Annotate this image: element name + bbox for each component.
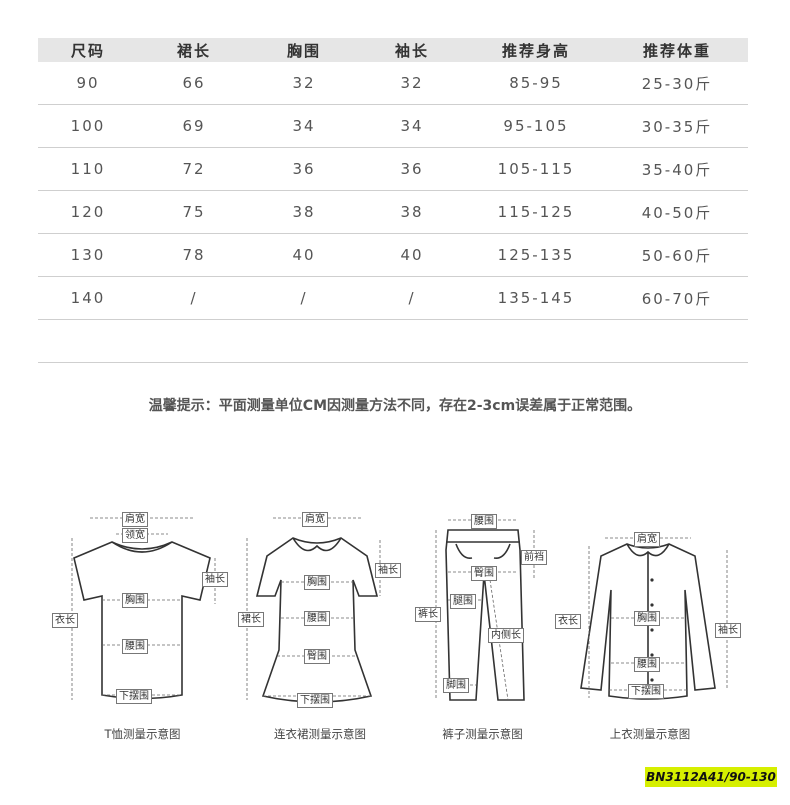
table-cell: 34 [358, 104, 466, 148]
table-cell: 95-105 [466, 104, 606, 148]
table-cell: / [250, 276, 358, 320]
tshirt-illustration [71, 517, 216, 700]
label-hem: 下摆围 [116, 689, 152, 704]
table-cell: 135-145 [466, 276, 606, 320]
table-cell: 60-70斤 [606, 276, 748, 320]
label-front-rise: 前裆 [521, 550, 547, 565]
label-chest: 胸围 [122, 593, 148, 608]
header-chest: 胸围 [250, 38, 358, 62]
dress-illustration [246, 517, 381, 703]
table-cell: 140 [38, 276, 138, 320]
label-leg-opening: 脚围 [443, 678, 469, 693]
label-sleeve: 袖长 [375, 563, 401, 578]
table-cell: 90 [38, 62, 138, 105]
label-waist: 腰围 [304, 611, 330, 626]
label-length: 衣长 [555, 614, 581, 629]
measurement-tip: 温馨提示：平面测量单位CM因测量方法不同，存在2-3cm误差属于正常范围。 [148, 398, 642, 414]
label-sleeve: 袖长 [202, 572, 228, 587]
table-cell: 75 [138, 190, 250, 234]
table-cell: 38 [358, 190, 466, 234]
table-cell: 25-30斤 [606, 62, 748, 105]
label-length: 裤长 [415, 607, 441, 622]
label-shoulder: 肩宽 [122, 512, 148, 527]
label-shoulder: 肩宽 [634, 532, 660, 547]
header-size: 尺码 [38, 38, 138, 62]
table-row: 90 66 32 32 85-95 25-30斤 [38, 62, 748, 105]
table-cell: 32 [250, 62, 358, 105]
label-waist: 腰围 [471, 514, 497, 529]
table-row: 140 / / / 135-145 60-70斤 [38, 276, 748, 320]
label-hip: 臀围 [471, 566, 497, 581]
table-cell: 125-135 [466, 233, 606, 277]
header-height: 推荐身高 [466, 38, 606, 62]
header-dress-length: 裙长 [138, 38, 250, 62]
table-cell: 36 [250, 147, 358, 191]
label-inseam: 内侧长 [488, 628, 524, 643]
label-hem: 下摆围 [628, 684, 664, 699]
table-header-row: 尺码 裙长 胸围 袖长 推荐身高 推荐体重 [38, 38, 748, 62]
pants-caption: 裤子测量示意图 [442, 727, 523, 741]
header-weight: 推荐体重 [606, 38, 748, 62]
label-thigh: 腿围 [450, 594, 476, 609]
table-cell: 100 [38, 104, 138, 148]
table-cell: 69 [138, 104, 250, 148]
table-cell: 40 [358, 233, 466, 277]
label-length: 衣长 [52, 613, 78, 628]
label-chest: 胸围 [304, 575, 330, 590]
label-sleeve: 袖长 [715, 623, 741, 638]
pants-diagram: 腰围 前裆 臀围 腿围 裤长 内侧长 脚围 [410, 500, 555, 715]
shirt-diagram: 肩宽 胸围 衣长 袖长 腰围 下摆围 [555, 500, 745, 715]
table-cell: 40 [250, 233, 358, 277]
table-row: 100 69 34 34 95-105 30-35斤 [38, 104, 748, 148]
shirt-caption: 上衣测量示意图 [609, 727, 691, 741]
table-blank-row [38, 319, 748, 363]
product-code-badge: BN3112A41/90-130 [645, 767, 777, 787]
table-cell: 50-60斤 [606, 233, 748, 277]
table-cell: 115-125 [466, 190, 606, 234]
table-cell: 72 [138, 147, 250, 191]
table-cell: 66 [138, 62, 250, 105]
table-cell: 85-95 [466, 62, 606, 105]
table-row: 130 78 40 40 125-135 50-60斤 [38, 233, 748, 277]
label-length: 裙长 [238, 612, 264, 627]
label-hem: 下摆围 [297, 693, 333, 708]
table-cell: 34 [250, 104, 358, 148]
tshirt-caption: T恤测量示意图 [104, 727, 181, 741]
dress-caption: 连衣裙测量示意图 [274, 727, 366, 741]
size-chart-table: 尺码 裙长 胸围 袖长 推荐身高 推荐体重 90 66 32 32 85-95 … [38, 38, 748, 363]
table-cell: / [358, 276, 466, 320]
label-collar: 领宽 [122, 528, 148, 543]
table-cell: 120 [38, 190, 138, 234]
label-shoulder: 肩宽 [302, 512, 328, 527]
tshirt-diagram: 肩宽 领宽 袖长 胸围 衣长 腰围 下摆围 [50, 500, 235, 715]
table-cell: 30-35斤 [606, 104, 748, 148]
label-waist: 腰围 [122, 639, 148, 654]
table-cell: 105-115 [466, 147, 606, 191]
table-cell: 130 [38, 233, 138, 277]
table-cell: 36 [358, 147, 466, 191]
label-waist: 腰围 [634, 657, 660, 672]
table-row: 110 72 36 36 105-115 35-40斤 [38, 147, 748, 191]
label-hip: 臀围 [304, 649, 330, 664]
dress-diagram: 肩宽 袖长 胸围 裙长 腰围 臀围 下摆围 [235, 500, 405, 715]
table-row: 120 75 38 38 115-125 40-50斤 [38, 190, 748, 234]
table-cell: 32 [358, 62, 466, 105]
table-cell: 35-40斤 [606, 147, 748, 191]
label-chest: 胸围 [634, 611, 660, 626]
table-cell: 40-50斤 [606, 190, 748, 234]
table-cell: 110 [38, 147, 138, 191]
table-cell: / [138, 276, 250, 320]
header-sleeve: 袖长 [358, 38, 466, 62]
table-cell: 38 [250, 190, 358, 234]
table-cell: 78 [138, 233, 250, 277]
